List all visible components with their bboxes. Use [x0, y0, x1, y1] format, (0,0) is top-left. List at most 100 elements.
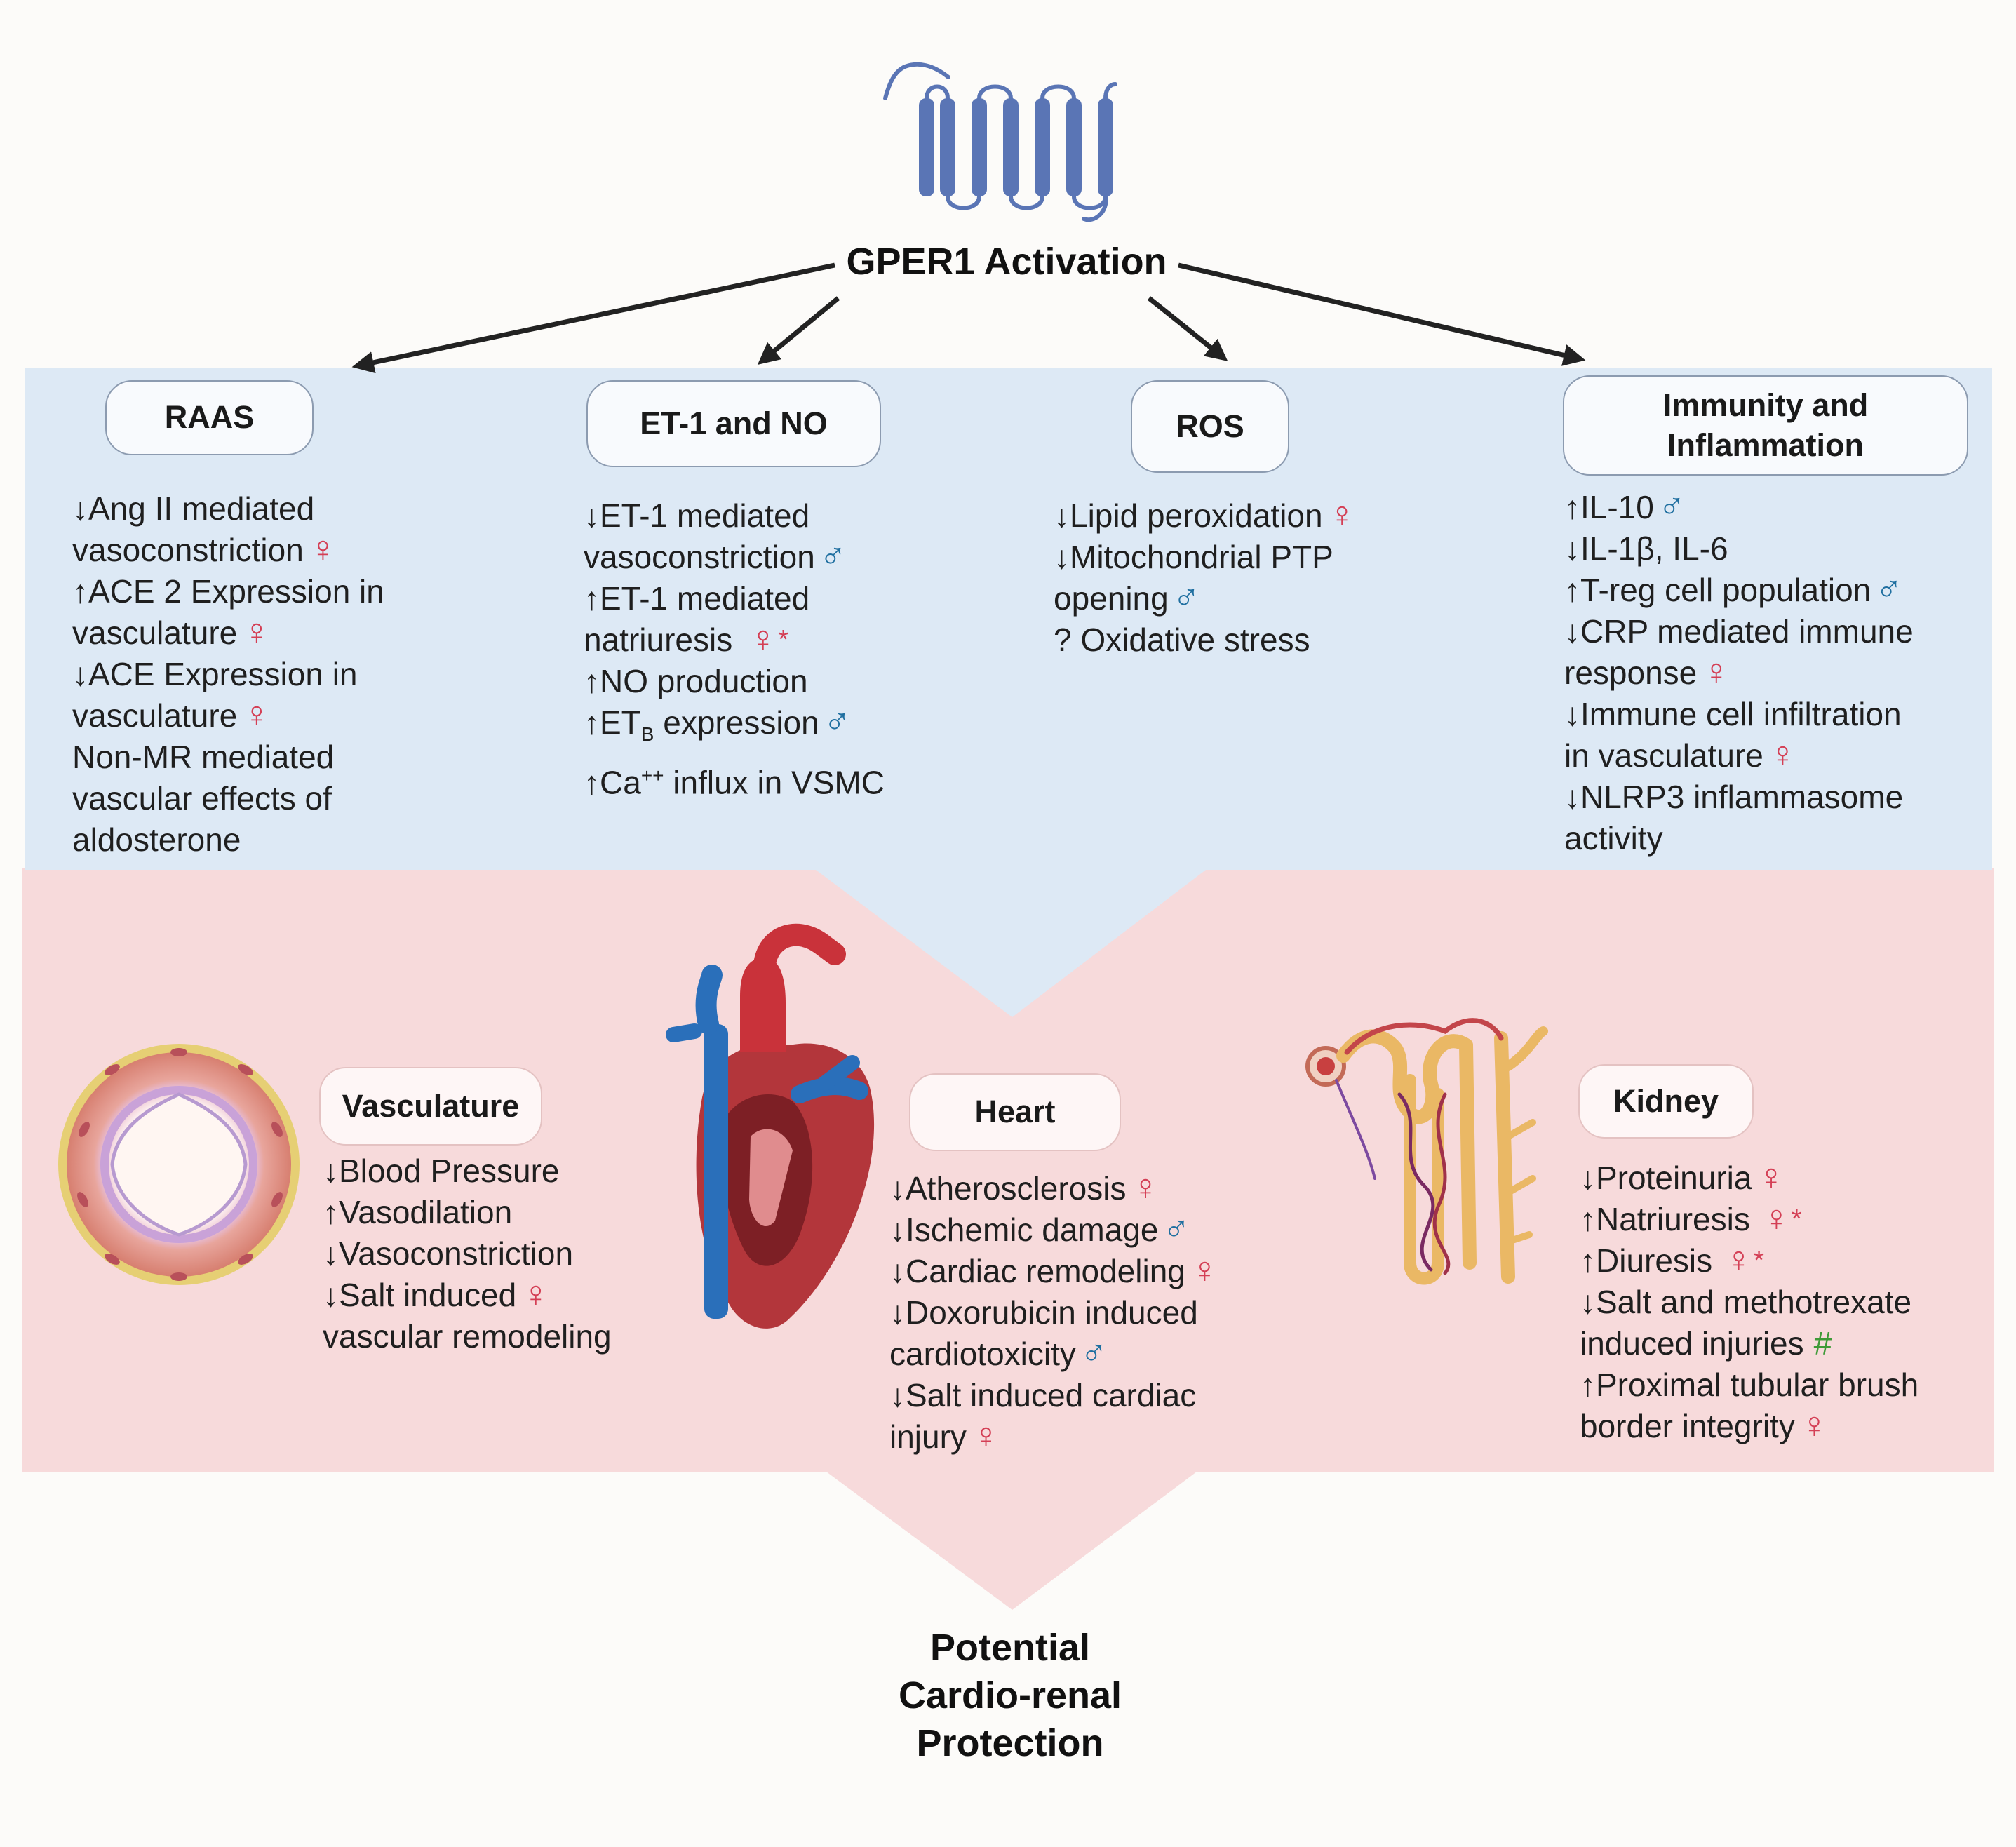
raas-line-7: Non-MR mediated — [72, 739, 335, 775]
kidney-line-3: ↑Diuresis — [1580, 1242, 1713, 1279]
et1-line-6: ↑ET — [584, 704, 641, 741]
imm-line-5: response — [1564, 654, 1698, 691]
ros-box: ROS — [1131, 380, 1289, 473]
kidney-line-5: induced injuries — [1580, 1325, 1804, 1362]
arrow-to-raas — [351, 262, 835, 374]
hash-symbol: # — [1813, 1325, 1832, 1362]
immunity-title-line1: Immunity and — [1662, 387, 1869, 424]
et1-line-1: ↓ET-1 mediated — [584, 497, 810, 534]
imm-line-1: ↑IL-10 — [1564, 489, 1654, 525]
female-symbol: ♀ — [1768, 734, 1796, 775]
female-symbol: ♀ — [1757, 1157, 1785, 1197]
raas-box: RAAS — [105, 380, 314, 455]
male-symbol: ♂ — [823, 701, 851, 742]
et1-line-4: natriuresis — [584, 622, 733, 658]
heart-line-2: ↓Ischemic damage — [889, 1211, 1159, 1248]
female-symbol: ♀ — [243, 612, 271, 652]
et1-line-2: vasoconstriction — [584, 539, 815, 575]
raas-line-1: ↓Ang II mediated — [72, 490, 315, 527]
kidney-box: Kidney — [1578, 1064, 1754, 1139]
male-symbol: ♂ — [1875, 569, 1903, 610]
female-symbol: ♀ — [1702, 652, 1731, 692]
arrows — [351, 262, 1586, 374]
immunity-effects: ↑IL-10♂ ↓IL-1β, IL-6 ↑T-reg cell populat… — [1564, 487, 1914, 859]
et1-line-6-sub: B — [640, 723, 654, 746]
ros-line-1: ↓Lipid peroxidation — [1054, 497, 1323, 534]
female-symbol: ♀ — [243, 694, 271, 735]
outcome-title: Potential Cardio-renal Protection — [800, 1624, 1221, 1767]
et1-line-6-rest: expression — [654, 704, 819, 741]
female-symbol: ♀ — [1131, 1167, 1160, 1208]
raas-line-4: vasculature — [72, 614, 238, 651]
imm-line-4: ↓CRP mediated immune — [1564, 613, 1914, 650]
blood-vessel-icon — [58, 1044, 300, 1285]
kidney-line-4: ↓Salt and methotrexate — [1580, 1284, 1912, 1320]
et1-line-3: ↑ET-1 mediated — [584, 580, 810, 617]
male-symbol: ♂ — [1162, 1209, 1190, 1249]
female-symbol: ♀ — [972, 1416, 1000, 1456]
gper1-activation-title: GPER1 Activation — [846, 241, 1167, 283]
imm-line-3: ↑T-reg cell population — [1564, 572, 1871, 608]
immunity-title-line2: Inflammation — [1667, 427, 1864, 463]
heart-effects: ↓Atherosclerosis♀ ↓Ischemic damage♂ ↓Car… — [889, 1168, 1218, 1458]
imm-line-9: activity — [1564, 820, 1663, 857]
arrow-to-ros — [1147, 296, 1228, 361]
raas-title: RAAS — [164, 399, 255, 436]
vasc-line-5: vascular remodeling — [323, 1318, 612, 1355]
et1-no-effects: ↓ET-1 mediated vasoconstriction♂ ↑ET-1 m… — [584, 495, 885, 804]
raas-line-6: vasculature — [72, 697, 238, 734]
et1-line-7-sup: ++ — [640, 765, 664, 787]
vasculature-title: Vasculature — [342, 1087, 520, 1124]
raas-effects: ↓Ang II mediated vasoconstriction♀ ↑ACE … — [72, 488, 384, 861]
imm-line-7: in vasculature — [1564, 737, 1763, 774]
ros-line-3: opening — [1054, 580, 1169, 617]
et1-line-7-rest: influx in VSMC — [664, 764, 885, 801]
vasc-line-3: ↓Vasoconstriction — [323, 1235, 574, 1272]
raas-line-5: ↓ACE Expression in — [72, 656, 358, 692]
female-symbol: ♀ — [1762, 1198, 1790, 1239]
heart-line-1: ↓Atherosclerosis — [889, 1170, 1127, 1207]
et1-line-5: ↑NO production — [584, 663, 808, 699]
heart-icon — [666, 923, 875, 1329]
vasc-line-4: ↓Salt induced — [323, 1277, 517, 1313]
arrow-to-immunity — [1178, 262, 1586, 366]
male-symbol: ♂ — [819, 536, 847, 577]
imm-line-6: ↓Immune cell infiltration — [1564, 696, 1902, 732]
female-symbol: ♀ — [1190, 1250, 1218, 1291]
female-symbol: ♀ — [1800, 1405, 1828, 1446]
nephron-icon — [1305, 1018, 1548, 1285]
vasculature-effects: ↓Blood Pressure ↑Vasodilation ↓Vasoconst… — [323, 1150, 612, 1357]
male-symbol: ♂ — [1658, 486, 1686, 527]
kidney-line-7: border integrity — [1580, 1408, 1795, 1444]
heart-box: Heart — [909, 1073, 1121, 1151]
female-symbol: ♀ — [1328, 495, 1356, 535]
ros-title: ROS — [1176, 408, 1244, 444]
et1-line-7: ↑Ca — [584, 764, 641, 801]
raas-line-8: vascular effects of — [72, 780, 332, 817]
raas-line-2: vasoconstriction — [72, 532, 304, 568]
ros-line-2: ↓Mitochondrial PTP — [1054, 539, 1333, 575]
heart-title: Heart — [974, 1094, 1056, 1130]
vasc-line-2: ↑Vasodilation — [323, 1194, 513, 1230]
star-symbol: * — [1754, 1246, 1764, 1275]
imm-line-2: ↓IL-1β, IL-6 — [1564, 530, 1728, 567]
vasc-line-1: ↓Blood Pressure — [323, 1153, 560, 1189]
male-symbol: ♂ — [1172, 577, 1200, 618]
imm-line-8: ↓NLRP3 inflammasome — [1564, 779, 1904, 815]
top-band — [25, 368, 1992, 1017]
heart-line-6: ↓Salt induced cardiac — [889, 1377, 1197, 1413]
star-symbol: * — [1791, 1204, 1802, 1234]
male-symbol: ♂ — [1080, 1333, 1108, 1374]
kidney-effects: ↓Proteinuria♀ ↑Natriuresis♀* ↑Diuresis♀*… — [1580, 1157, 1918, 1447]
raas-line-9: aldosterone — [72, 821, 241, 858]
star-symbol: * — [778, 625, 788, 654]
heart-line-5: cardiotoxicity — [889, 1336, 1076, 1372]
heart-line-7: injury — [889, 1418, 967, 1455]
kidney-line-6: ↑Proximal tubular brush — [1580, 1366, 1919, 1403]
female-symbol: ♀ — [1725, 1240, 1753, 1280]
heart-line-4: ↓Doxorubicin induced — [889, 1294, 1198, 1331]
female-symbol: ♀ — [749, 619, 777, 659]
gper1-receptor-icon — [883, 62, 1117, 222]
outcome-line-2: Cardio-renal — [898, 1674, 1122, 1717]
